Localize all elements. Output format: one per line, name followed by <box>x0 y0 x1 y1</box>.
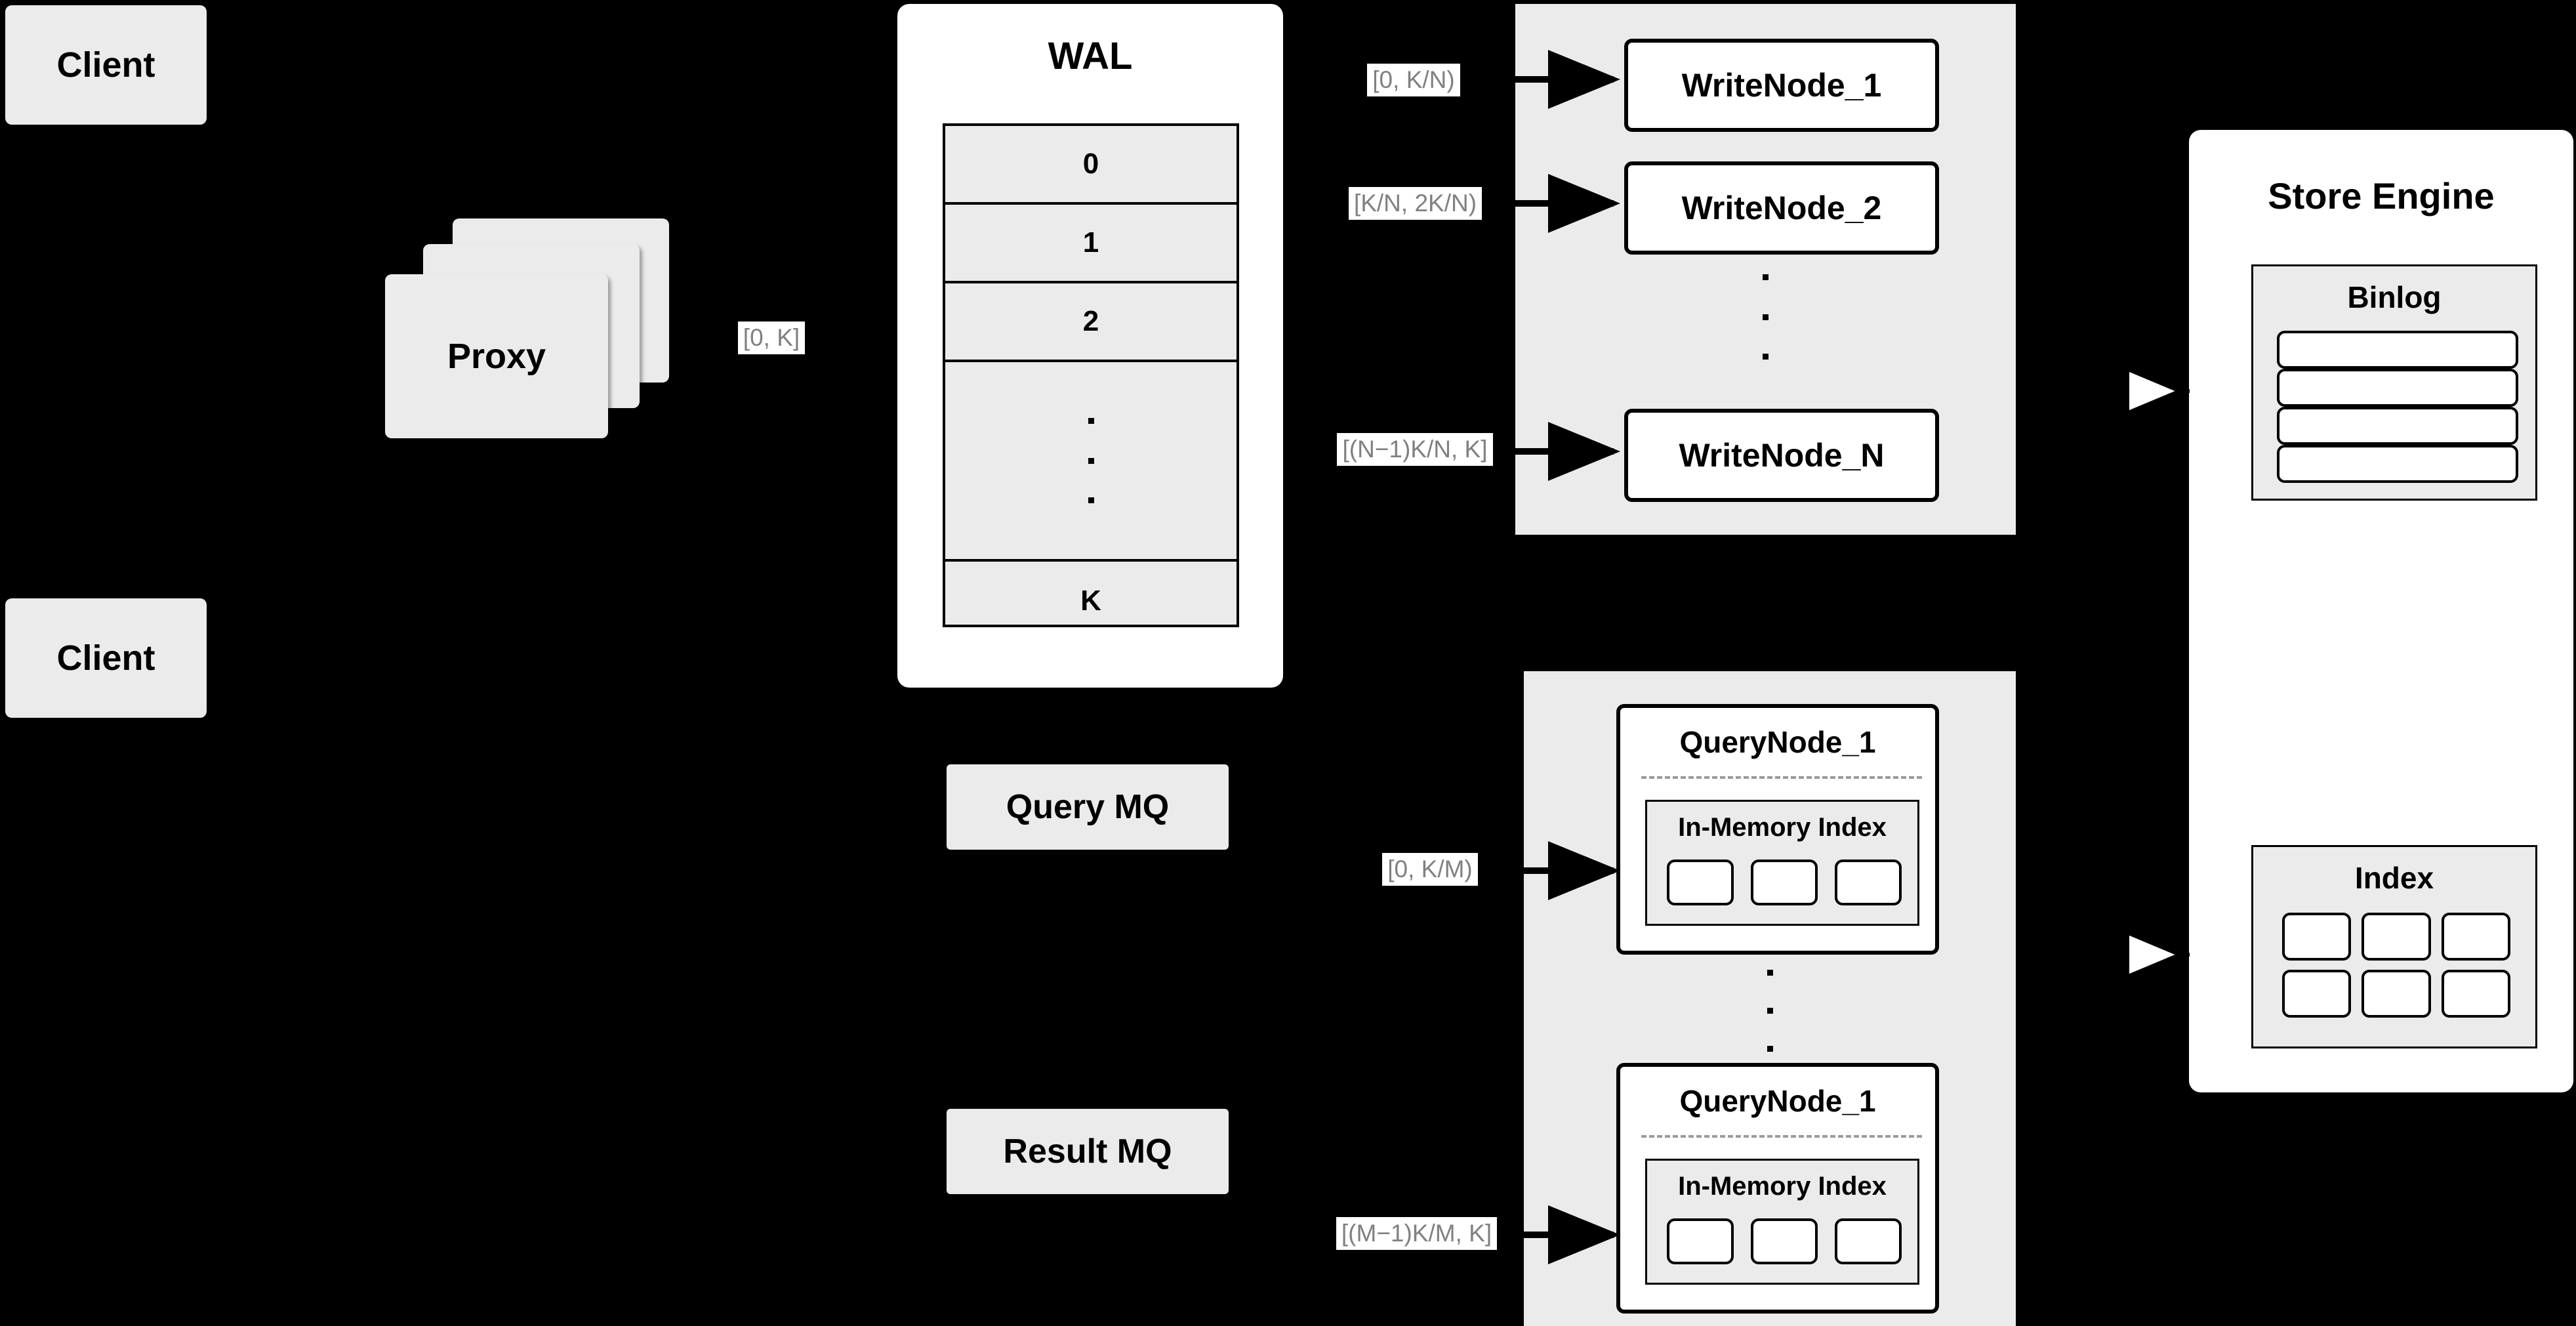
index-cell[interactable] <box>2441 913 2510 961</box>
in-memory-index-title-wrap: In-Memory Index <box>1647 1167 1917 1205</box>
query-node-m[interactable]: QueryNode_1 In-Memory Index <box>1616 1063 1939 1314</box>
index-box: Index <box>2251 845 2537 1048</box>
write-node-label: WriteNode_1 <box>1681 67 1882 104</box>
wal-title-wrap: WAL <box>897 30 1283 81</box>
query-node-label: QueryNode_1 <box>1679 1084 1876 1118</box>
binlog-row[interactable] <box>2277 331 2518 369</box>
index-cell[interactable] <box>1667 1218 1734 1264</box>
write-node-2-range-label: [K/N, 2K/N) <box>1348 186 1482 220</box>
wal-cell-label: 0 <box>1082 148 1099 180</box>
index-cell[interactable] <box>2282 913 2352 961</box>
index-cell[interactable] <box>1835 1218 1902 1264</box>
proxy-range-label: [0, K] <box>737 321 806 355</box>
in-memory-index-box: In-Memory Index <box>1645 800 1919 926</box>
wal-cell-label: 1 <box>1082 226 1099 259</box>
binlog-row[interactable] <box>2277 445 2518 483</box>
binlog-rows <box>2277 331 2518 483</box>
write-node-1-range-label: [0, K/N) <box>1367 63 1460 97</box>
store-engine-panel: Store Engine Binlog Index <box>2189 130 2573 1092</box>
binlog-title-wrap: Binlog <box>2253 276 2535 319</box>
index-cell[interactable] <box>2361 970 2431 1018</box>
in-memory-index-cells <box>1667 860 1902 909</box>
wal-cell-label: 2 <box>1082 305 1099 337</box>
binlog-title: Binlog <box>2347 280 2442 314</box>
write-node-2[interactable]: WriteNode_2 <box>1624 161 1939 255</box>
write-node-1[interactable]: WriteNode_1 <box>1624 39 1939 132</box>
index-cell[interactable] <box>1835 860 1902 905</box>
store-engine-title-wrap: Store Engine <box>2189 169 2573 222</box>
index-cell[interactable] <box>1667 860 1734 905</box>
write-node-2-range-wrap: [K/N, 2K/N) <box>1325 184 1505 223</box>
proxy-box[interactable]: Proxy <box>385 274 608 438</box>
index-cell[interactable] <box>1751 1218 1818 1264</box>
wal-panel: WAL 0 1 2 K <box>897 4 1283 688</box>
wal-cell[interactable]: 1 <box>945 205 1237 283</box>
index-cell[interactable] <box>2441 970 2510 1018</box>
query-node-group: QueryNode_1 In-Memory Index QueryNode_1 <box>1524 671 2016 1326</box>
vertical-ellipsis-icon <box>1088 418 1094 503</box>
index-cell[interactable] <box>2282 970 2352 1018</box>
query-node-1[interactable]: QueryNode_1 In-Memory Index <box>1616 704 1939 955</box>
result-mq-box[interactable]: Result MQ <box>947 1109 1229 1194</box>
wal-cell[interactable]: K <box>945 562 1237 640</box>
index-title-wrap: Index <box>2253 856 2535 900</box>
proxy-range-label-wrap: [0, K] <box>726 318 817 358</box>
in-memory-index-cells <box>1667 1218 1902 1268</box>
binlog-row[interactable] <box>2277 407 2518 445</box>
query-node-label: QueryNode_1 <box>1679 725 1876 759</box>
query-node-divider <box>1641 1135 1922 1138</box>
wal-cell[interactable]: 0 <box>945 126 1237 205</box>
query-node-1-range-wrap: [0, K/M) <box>1364 850 1496 889</box>
write-node-n[interactable]: WriteNode_N <box>1624 409 1939 502</box>
binlog-row[interactable] <box>2277 369 2518 407</box>
wal-title: WAL <box>1048 34 1133 77</box>
proxy-label: Proxy <box>447 337 546 376</box>
write-node-label: WriteNode_N <box>1679 437 1885 474</box>
index-title: Index <box>2354 861 2434 895</box>
query-mq-box[interactable]: Query MQ <box>947 764 1229 850</box>
in-memory-index-title: In-Memory Index <box>1678 1171 1887 1201</box>
query-mq-label: Query MQ <box>1006 788 1170 826</box>
query-node-1-range-label: [0, K/M) <box>1382 852 1478 886</box>
query-node-title-wrap: QueryNode_1 <box>1620 1080 1935 1122</box>
wal-cell[interactable]: 2 <box>945 283 1237 362</box>
wal-cell-list: 0 1 2 K <box>943 123 1239 627</box>
binlog-box: Binlog <box>2251 264 2537 501</box>
in-memory-index-title: In-Memory Index <box>1678 812 1887 842</box>
wal-cell-ellipsis <box>945 362 1237 562</box>
client-label: Client <box>56 45 155 85</box>
query-node-title-wrap: QueryNode_1 <box>1620 721 1935 763</box>
write-node-n-range-wrap: [(N−1)K/N, K] <box>1320 430 1510 469</box>
write-node-label: WriteNode_2 <box>1681 190 1882 226</box>
vertical-ellipsis-icon <box>1515 274 2016 360</box>
query-node-m-range-wrap: [(M−1)K/M, K] <box>1333 1214 1500 1253</box>
wal-cell-label: K <box>1080 585 1101 617</box>
index-cell[interactable] <box>1751 860 1818 905</box>
write-node-group: WriteNode_1 WriteNode_2 WriteNode_N <box>1515 4 2016 535</box>
index-cell[interactable] <box>2361 913 2431 961</box>
client-box-1[interactable]: Client <box>5 5 207 125</box>
query-node-m-range-label: [(M−1)K/M, K] <box>1336 1216 1498 1251</box>
client-box-2[interactable]: Client <box>5 598 207 718</box>
index-cell-grid <box>2282 913 2510 1018</box>
in-memory-index-box: In-Memory Index <box>1645 1159 1919 1285</box>
store-engine-title: Store Engine <box>2268 175 2495 217</box>
write-node-n-range-label: [(N−1)K/N, K] <box>1337 432 1493 466</box>
client-label: Client <box>56 638 155 678</box>
vertical-ellipsis-icon <box>1524 970 2016 1052</box>
query-node-divider <box>1641 776 1922 779</box>
in-memory-index-title-wrap: In-Memory Index <box>1647 808 1917 846</box>
result-mq-label: Result MQ <box>1003 1132 1172 1171</box>
write-node-1-range-wrap: [0, K/N) <box>1338 60 1489 100</box>
